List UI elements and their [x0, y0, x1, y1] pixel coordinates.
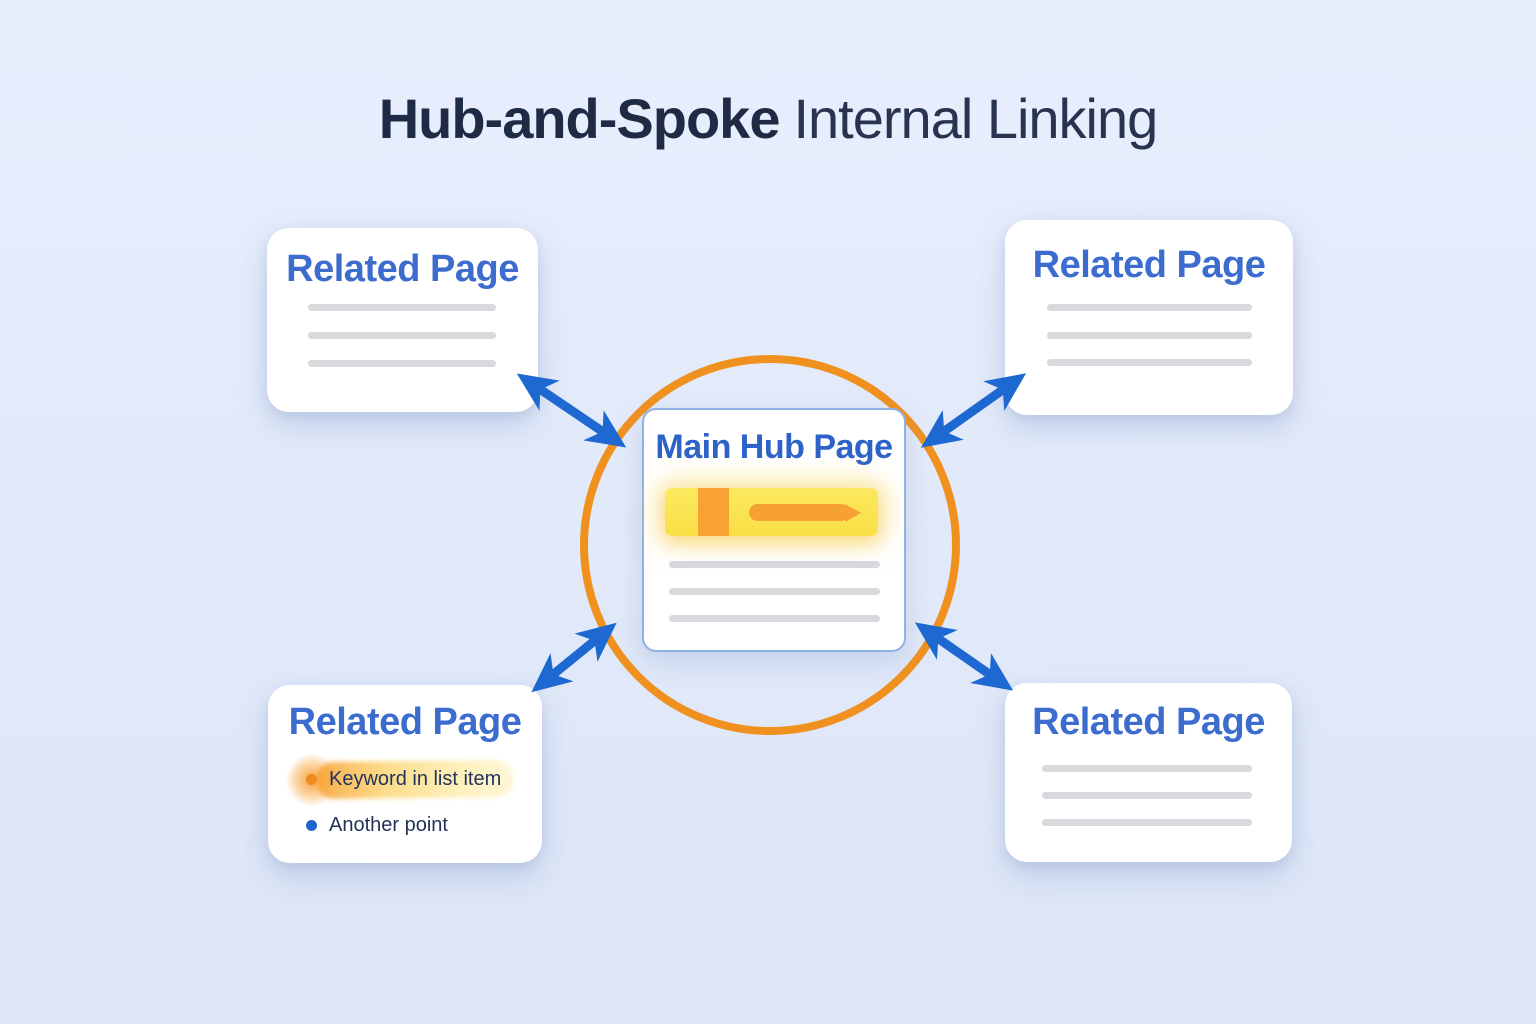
text-placeholder-line	[669, 615, 880, 622]
link-arrow-bottom-right	[914, 622, 1014, 691]
related-page-card-bottom-right: Related Page	[1005, 683, 1292, 862]
list-item-text: Keyword in list item	[329, 768, 502, 790]
hub-card-title: Main Hub Page	[655, 428, 893, 466]
link-arrow-bottom-left	[531, 622, 617, 693]
anchor-pointer-bar	[749, 504, 849, 521]
text-placeholder-line	[669, 561, 880, 568]
text-placeholder-line	[1042, 765, 1252, 772]
highlighted-link-bar	[665, 488, 878, 536]
page-title-bold: Hub-and-Spoke	[378, 87, 781, 150]
text-placeholder-line	[308, 332, 496, 339]
bullet-dot	[306, 820, 317, 831]
text-placeholder-line	[1042, 819, 1252, 826]
page-title-regular: Internal Linking	[793, 87, 1158, 150]
card-title: Related Page	[288, 701, 522, 743]
card-title: Related Page	[1032, 244, 1266, 286]
bullet-dot-highlighted	[306, 774, 317, 785]
text-placeholder-line	[669, 588, 880, 595]
list-item-text: Another point	[329, 814, 448, 836]
card-title: Related Page	[1032, 701, 1265, 743]
text-placeholder-line	[1047, 359, 1252, 366]
related-page-card-top-right: Related Page	[1005, 220, 1293, 415]
text-placeholder-line	[308, 304, 496, 311]
main-hub-page-card: Main Hub Page	[642, 408, 906, 652]
link-arrow-top-left	[516, 373, 627, 448]
related-page-card-bottom-left: Related Page Keyword in list item Anothe…	[268, 685, 542, 863]
text-placeholder-line	[1047, 304, 1252, 311]
related-page-card-top-left: Related Page	[267, 228, 538, 412]
text-placeholder-line	[1042, 792, 1252, 799]
card-title: Related Page	[286, 248, 519, 290]
text-placeholder-line	[1047, 332, 1252, 339]
text-placeholder-line	[308, 360, 496, 367]
link-accent-block	[698, 488, 729, 536]
